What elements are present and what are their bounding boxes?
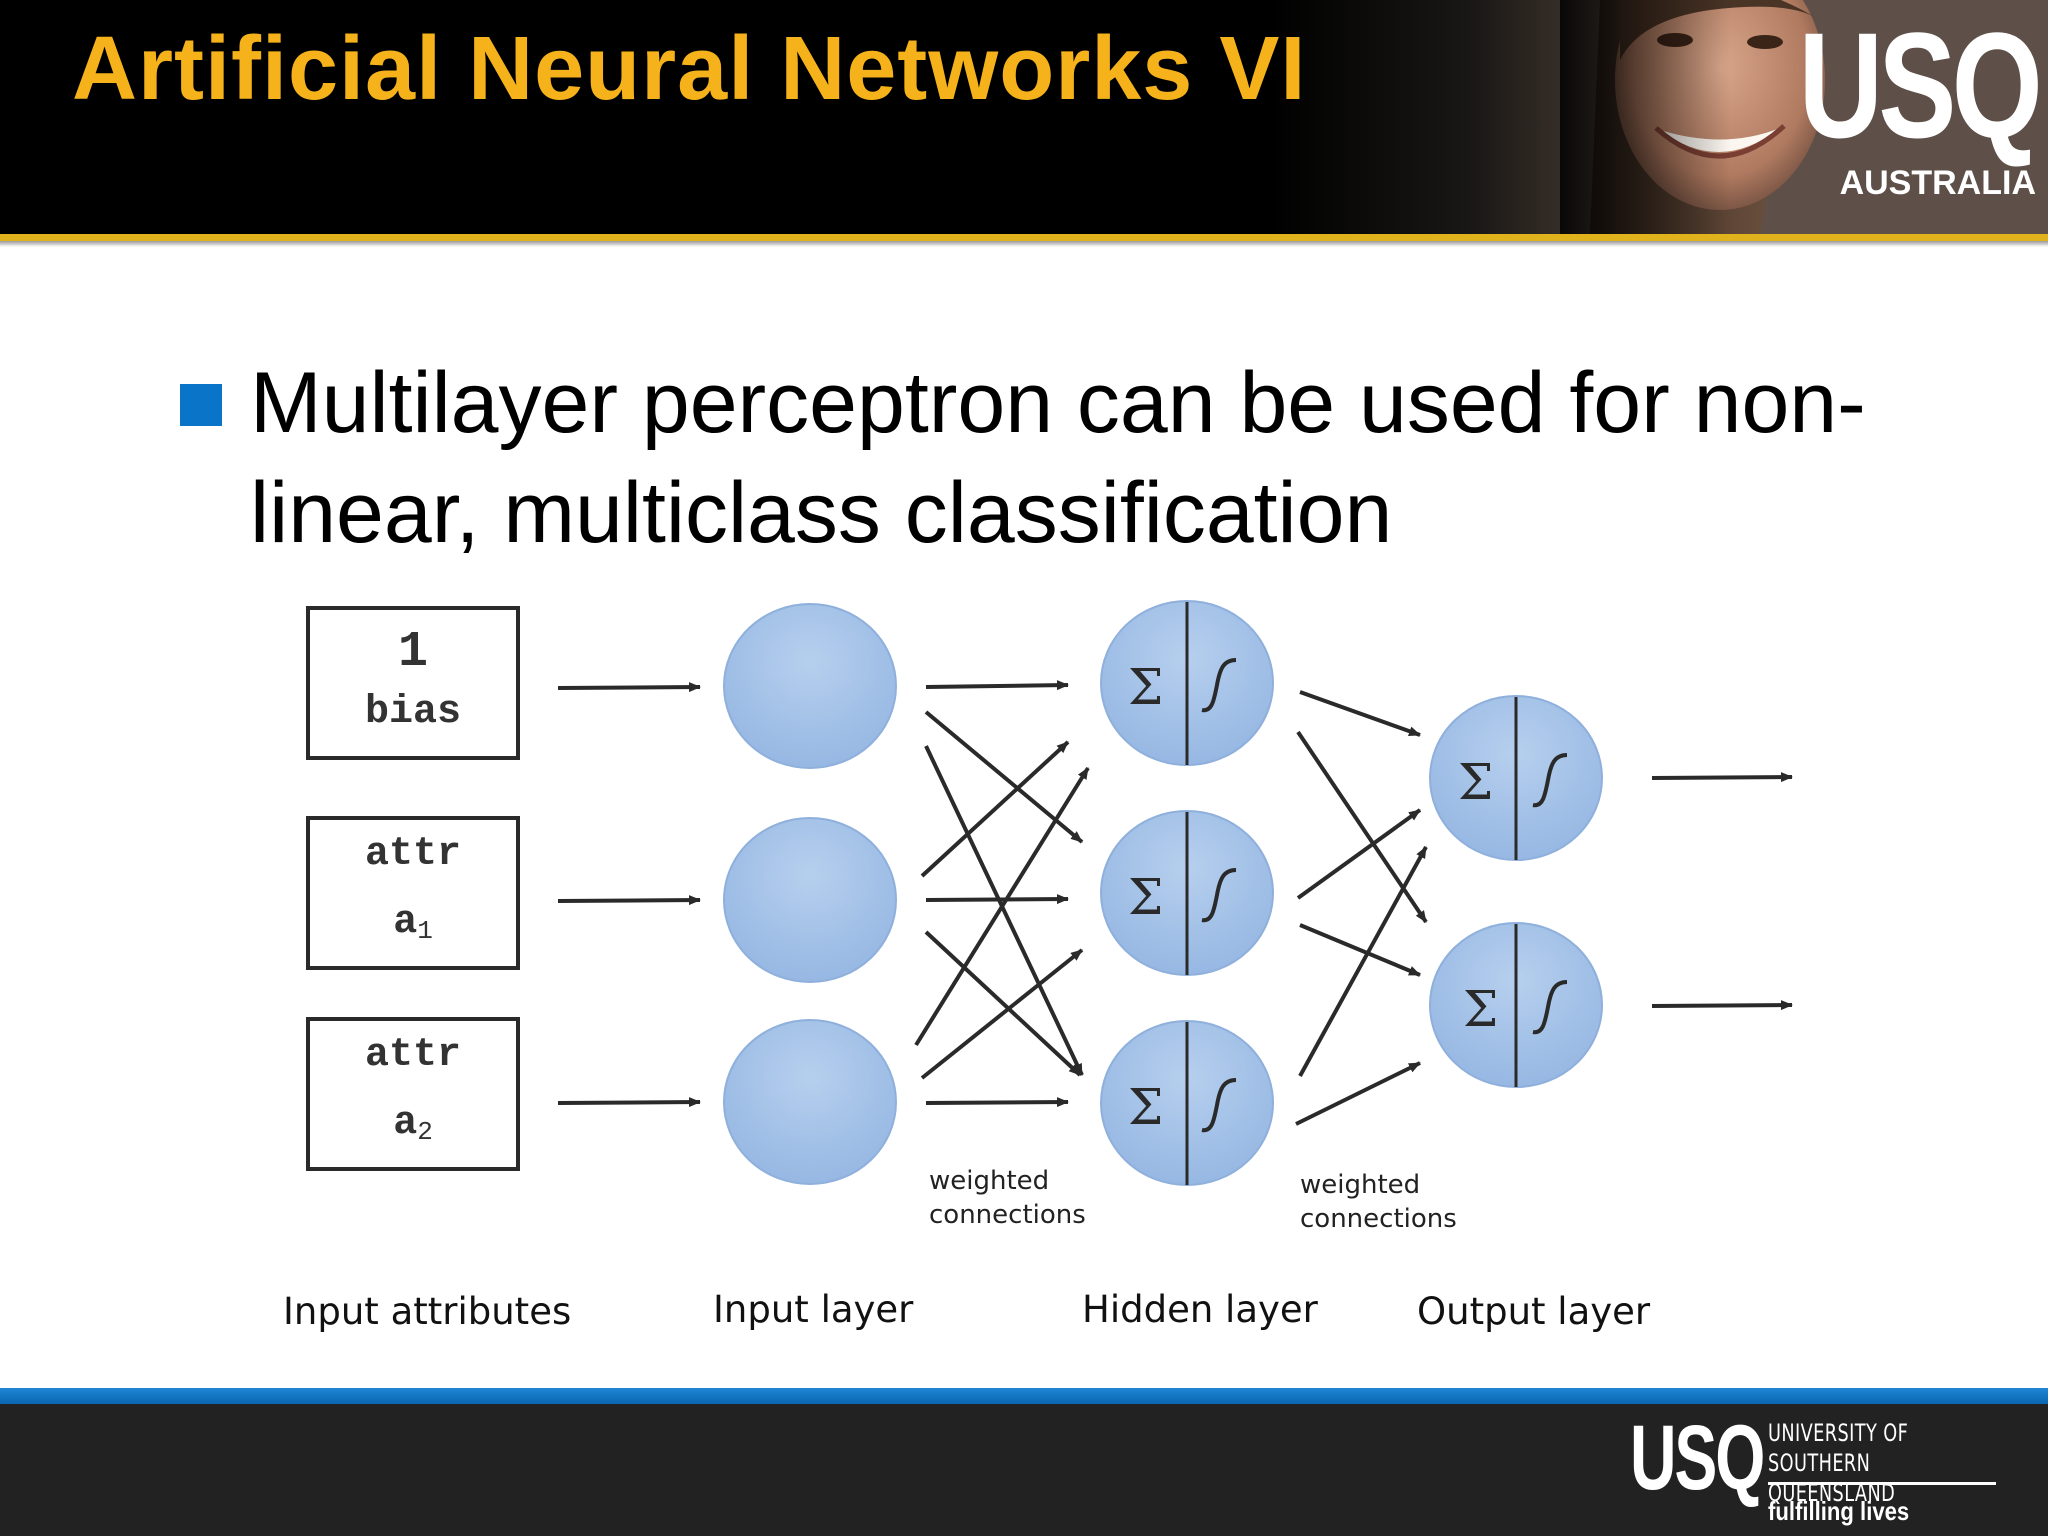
header-shadow bbox=[0, 241, 2048, 247]
caption-input-layer: Input layer bbox=[713, 1288, 914, 1331]
sigmoid-icon bbox=[1201, 868, 1237, 923]
footer-blue-rule bbox=[0, 1388, 2048, 1404]
edge-i1-h3 bbox=[924, 745, 1084, 1076]
sigmoid-icon bbox=[1201, 658, 1237, 713]
sum-icon: Σ bbox=[1463, 980, 1498, 1038]
footer-usq-logo: USQ bbox=[1630, 1407, 1765, 1509]
sum-icon: Σ bbox=[1128, 868, 1163, 926]
footer-tagline: fulfilling lives bbox=[1768, 1496, 1910, 1526]
footer-divider bbox=[1768, 1482, 1996, 1485]
edge-i2-h3 bbox=[924, 930, 1082, 1077]
edge-i3-h3 bbox=[925, 1097, 1069, 1108]
input-neuron-1 bbox=[723, 603, 897, 769]
edge-i1-h2 bbox=[924, 710, 1084, 844]
footer-university-name: UNIVERSITY OF SOUTHERN QUEENSLAND bbox=[1768, 1419, 1909, 1507]
header-gold-rule bbox=[0, 234, 2048, 241]
arrow-bias-to-input bbox=[557, 682, 701, 693]
usq-australia-logo: USQ AUSTRALIA bbox=[1798, 1, 2042, 202]
input-box-bias: 1 bias bbox=[306, 606, 520, 760]
edge-h2-o2 bbox=[1299, 923, 1421, 977]
weighted-connections-label: weighted connections bbox=[929, 1166, 1086, 1230]
weighted-connections-label: weighted connections bbox=[1300, 1170, 1457, 1234]
caption-hidden-layer: Hidden layer bbox=[1082, 1288, 1318, 1331]
footer-band bbox=[0, 1404, 2048, 1536]
input-box-a2: attr a2 bbox=[306, 1017, 520, 1171]
edge-h1-o1 bbox=[1299, 690, 1421, 737]
bullet-marker bbox=[180, 384, 222, 426]
input-neuron-2 bbox=[723, 817, 897, 983]
edge-h3-o2 bbox=[1295, 1061, 1421, 1126]
arrow-a1-to-input bbox=[557, 895, 701, 906]
sigmoid-icon bbox=[1532, 980, 1568, 1035]
sum-icon: Σ bbox=[1128, 658, 1163, 716]
caption-output-layer: Output layer bbox=[1417, 1290, 1651, 1333]
input-box-a1: attr a1 bbox=[306, 816, 520, 970]
edge-i2-h2 bbox=[925, 894, 1069, 905]
slide-title: Artificial Neural Networks VI bbox=[72, 19, 1307, 119]
edge-i3-h2 bbox=[920, 948, 1084, 1080]
sigmoid-icon bbox=[1201, 1078, 1237, 1133]
portrait-photo: USQ AUSTRALIA bbox=[1560, 0, 2048, 234]
sum-icon: Σ bbox=[1458, 753, 1493, 811]
edge-i2-h1 bbox=[920, 740, 1070, 878]
bullet-text: Multilayer perceptron can be used for no… bbox=[250, 355, 1866, 561]
sigmoid-icon bbox=[1532, 753, 1568, 808]
sum-icon: Σ bbox=[1128, 1078, 1163, 1136]
arrow-output-1 bbox=[1651, 772, 1793, 783]
edge-h1-o2 bbox=[1296, 730, 1428, 924]
edge-h3-o1 bbox=[1298, 846, 1428, 1077]
edge-h2-o1 bbox=[1296, 808, 1422, 900]
arrow-output-2 bbox=[1651, 1000, 1793, 1011]
edge-i1-h1 bbox=[925, 680, 1069, 691]
caption-input-attributes: Input attributes bbox=[283, 1290, 572, 1333]
input-neuron-3 bbox=[723, 1019, 897, 1185]
arrow-a2-to-input bbox=[557, 1097, 701, 1108]
edge-i3-h1 bbox=[914, 766, 1090, 1047]
